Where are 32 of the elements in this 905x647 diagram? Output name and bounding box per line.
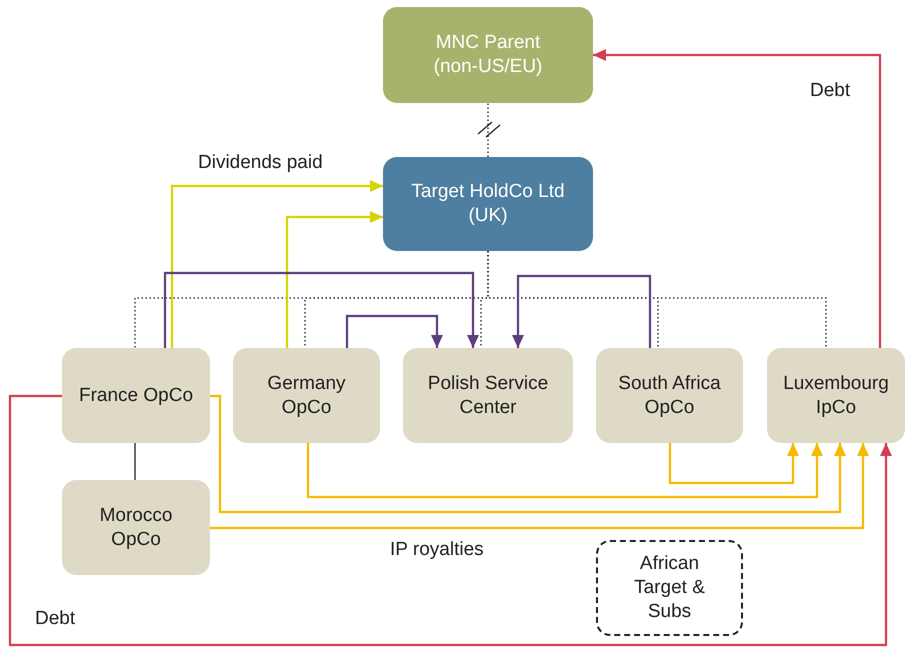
entity-box xyxy=(403,348,573,443)
connector-line xyxy=(487,103,489,157)
entity-name: Target HoldCo Ltd (UK) xyxy=(410,180,566,228)
arrow xyxy=(210,394,846,514)
arrow xyxy=(346,314,443,348)
arrow xyxy=(593,49,882,348)
arrow xyxy=(512,274,652,348)
arrow xyxy=(668,443,799,484)
entity-box xyxy=(596,348,743,443)
entity-box xyxy=(383,157,593,251)
entity-name: MNC Parent (non-US/EU) xyxy=(432,31,544,79)
dashed-group-box xyxy=(596,540,743,636)
arrow xyxy=(286,211,383,348)
entity-box xyxy=(767,348,905,443)
entity-name: Polish Service Center xyxy=(426,372,550,420)
entity-name: African Target & Subs xyxy=(633,552,706,624)
arrow xyxy=(164,272,479,348)
entity-box xyxy=(62,480,210,575)
entity-name: Morocco OpCo xyxy=(98,504,174,552)
entity-box xyxy=(233,348,380,443)
entity-box xyxy=(383,7,593,103)
entity-name: South Africa OpCo xyxy=(617,372,722,420)
arrow xyxy=(170,180,383,348)
arrow xyxy=(306,443,823,498)
connector-line xyxy=(487,251,827,348)
connector-line xyxy=(134,443,136,480)
entity-name: France OpCo xyxy=(78,384,194,408)
arrow xyxy=(210,443,869,530)
entity-name: Germany OpCo xyxy=(266,372,347,420)
entity-box xyxy=(62,348,210,443)
entity-name: Luxembourg IpCo xyxy=(782,372,890,420)
arrow xyxy=(8,394,892,646)
